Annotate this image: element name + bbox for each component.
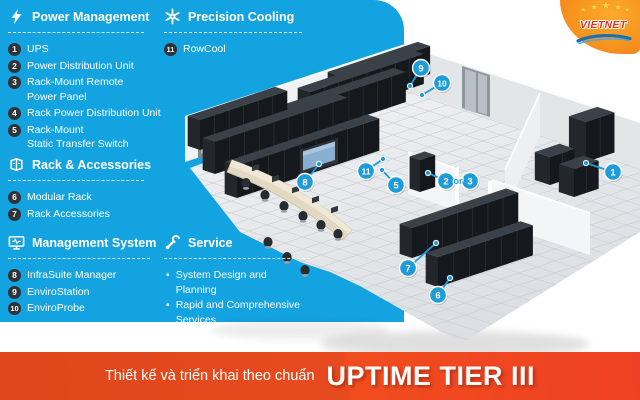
legend-section-title: Precision Cooling [188,9,295,24]
room-shadow [210,320,590,357]
noc-operations-area [226,138,353,277]
svg-text:10: 10 [437,78,447,88]
legend-item-label: Rack-Mount [27,123,84,136]
legend-bullet-label: System Design and Planning [175,269,267,296]
svg-text:8: 8 [302,177,307,188]
legend-item-label: Static Transfer Switch [27,138,129,150]
wrench-icon [164,234,181,251]
legend-item-label: Modular Rack [27,191,92,203]
legend-bullet-item: • System Design and Planning [164,268,329,297]
legend-item-number-badge: 2 [8,59,21,73]
legend-item-number-badge: 1 [8,43,21,56]
svg-text:9: 9 [418,63,423,74]
monitor-icon [8,234,25,251]
legend-item-number-badge: 9 [8,285,21,299]
legend-bullet-item: • Rapid and Comprehensive Services [164,298,329,327]
marker-1: 1 [582,159,623,182]
star-icon: ★ [624,7,631,14]
svg-text:5: 5 [393,180,399,191]
star-icon: ★ [614,2,623,12]
bullet-icon: • [166,299,170,311]
legend-item: 1 UPS [8,42,173,57]
legend-item-label: EnviroProbe [27,302,85,314]
legend-item-label: Power Panel [27,90,87,103]
legend-item: 4 Rack Power Distribution Unit [8,106,173,121]
legend-section-service: Service • System Design and Planning • Rapid… [164,234,329,328]
marker-5: 5 [378,166,406,195]
legend-item: 8 InfraSuite Manager [8,268,173,283]
dashed-divider [8,258,150,259]
legend-item: 6 Modular Rack [8,190,173,205]
legend-item-number-badge: 7 [8,207,21,221]
number-markers: 1 2 3 5 6 7 8 9 10 11 or [295,58,623,305]
legend-item: 7 Rack Accessories [8,207,173,222]
legend-item: 10 EnviroProbe [8,301,173,316]
bottom-banner: Thiết kế và triển khai theo chuẩn UPTIME… [0,352,640,400]
svg-text:11: 11 [362,166,371,176]
bolt-icon [8,8,25,25]
svg-text:3: 3 [467,176,472,187]
bullet-icon: • [166,269,170,281]
legend-item: 9 EnviroStation [8,285,173,300]
legend-item: 11 RowCool [164,42,329,57]
star-icon: ★ [580,7,587,14]
dashed-divider [8,32,144,33]
svg-text:2: 2 [443,176,448,187]
banner-highlight-text: UPTIME TIER III [326,360,536,391]
snowflake-icon [164,8,181,25]
legend-section-cooling: Precision Cooling 11 RowCool [164,8,329,59]
legend-item-number-badge: 4 [8,107,21,120]
banner-prefix-text: Thiết kế và triển khai theo chuẩn [104,368,315,384]
marker-9: 9 [406,58,431,90]
legend-item-number-badge: 10 [8,302,21,315]
dashed-divider [164,258,310,259]
marker-3: 3 [460,171,480,191]
legend-section-power: Power Management 1 UPS 2 Power Distribution … [8,8,173,154]
legend-item: 2 Power Distribution Unit [8,59,173,74]
legend-item-number-badge: 5 [8,123,21,137]
legend-item-label: InfraSuite Manager [27,269,117,281]
svg-text:1: 1 [610,167,616,178]
legend-item-label: EnviroStation [27,285,90,298]
legend-section-title: Service [188,235,233,250]
legend-bullet-label: Rapid and Comprehensive Services [175,299,301,326]
legend-item-label: Power Distribution Unit [27,59,134,72]
legend-item-label: Rack-Mount Remote [27,76,124,88]
legend-section-title: Power Management [32,9,150,24]
dashed-divider [164,32,302,33]
marker-8: 8 [295,160,323,192]
svg-text:7: 7 [405,263,410,274]
legend-item-number-badge: 11 [164,43,177,56]
star-icon: ★ [590,2,599,12]
legend-item-number-badge: 8 [8,269,21,282]
dashed-divider [8,180,144,181]
rack-icon [8,156,25,173]
marker-10: 10 [418,73,452,99]
legend-item-label: UPS [27,43,49,55]
legend-item-label: Rack Power Distribution Unit [27,107,161,119]
legend-item-label: RowCool [183,43,226,55]
legend-item-number-badge: 6 [8,191,21,204]
marker-7: 7 [398,239,440,278]
legend-section-title: Management System [32,235,157,250]
legend-section-title: Rack & Accessories [32,157,152,172]
logo-text: VIETNET [580,19,627,31]
logo-swoosh-icon [576,33,632,45]
marker-2: 2 [424,169,456,191]
marker-6: 6 [428,274,454,305]
svg-text:6: 6 [435,290,440,301]
star-icon: ★ [601,0,611,12]
marker-11: 11 [356,155,387,181]
legend-item-label: Rack Accessories [27,207,110,220]
legend-section-rack: Rack & Accessories 6 Modular Rack 7 Rack Acc… [8,156,173,223]
or-label: or [454,176,463,186]
legend-item-number-badge: 3 [8,76,21,89]
